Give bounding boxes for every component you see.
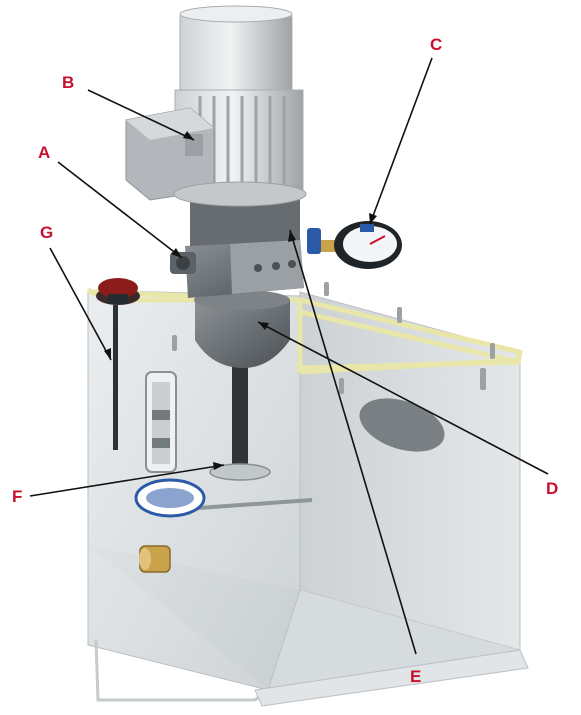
pressure-relief-valve: [170, 252, 196, 274]
callout-label-D: D: [546, 479, 558, 498]
pressure-gauge-icon: [334, 221, 402, 269]
level-sight-glass: [145, 371, 177, 473]
leader-line-B: [87, 89, 195, 141]
leader-line-E: [289, 229, 417, 655]
motor-terminal-box: [125, 107, 215, 201]
electric-motor-icon: [125, 5, 307, 207]
arrowhead-A: [171, 248, 182, 258]
callout-label-A: A: [38, 143, 50, 162]
callout-leader-lines: [29, 57, 549, 655]
callout-label-C: C: [430, 35, 442, 54]
leader-line-A: [57, 161, 183, 259]
blue-hose-fitting: [307, 228, 321, 254]
suction-pipe-assembly: [209, 360, 271, 481]
leader-line-C: [369, 57, 433, 225]
callout-label-G: G: [40, 223, 53, 242]
callout-labels: B A G C D E F: [12, 35, 558, 686]
leader-line-D: [257, 321, 549, 475]
arrowhead-E: [288, 230, 296, 242]
brass-drain-fitting: [139, 545, 171, 573]
tank-rim-front: [89, 289, 521, 375]
brand-logo-sticker: [134, 478, 206, 518]
suction-pipe: [232, 360, 248, 468]
filler-breather-cap-icon: [96, 278, 140, 305]
suction-strainer: [209, 463, 271, 481]
tank-inspection-window: [359, 398, 445, 452]
callout-label-E: E: [410, 667, 421, 686]
arrowhead-B: [183, 131, 194, 140]
tank-bottom-edge: [254, 649, 529, 707]
arrowhead-D: [258, 322, 269, 330]
hydraulic-pump: [194, 290, 290, 368]
arrowhead-C: [369, 213, 377, 224]
arrowhead-F: [213, 462, 224, 470]
callout-label-B: B: [62, 73, 74, 92]
rim-bolts: [172, 282, 495, 394]
dipstick: [113, 305, 118, 450]
arrowhead-G: [104, 348, 111, 360]
leader-line-F: [29, 464, 225, 497]
leader-line-G: [49, 247, 112, 361]
valve-manifold-block: [185, 236, 304, 298]
callout-label-F: F: [12, 487, 22, 506]
leader-arrowheads: [104, 131, 377, 470]
